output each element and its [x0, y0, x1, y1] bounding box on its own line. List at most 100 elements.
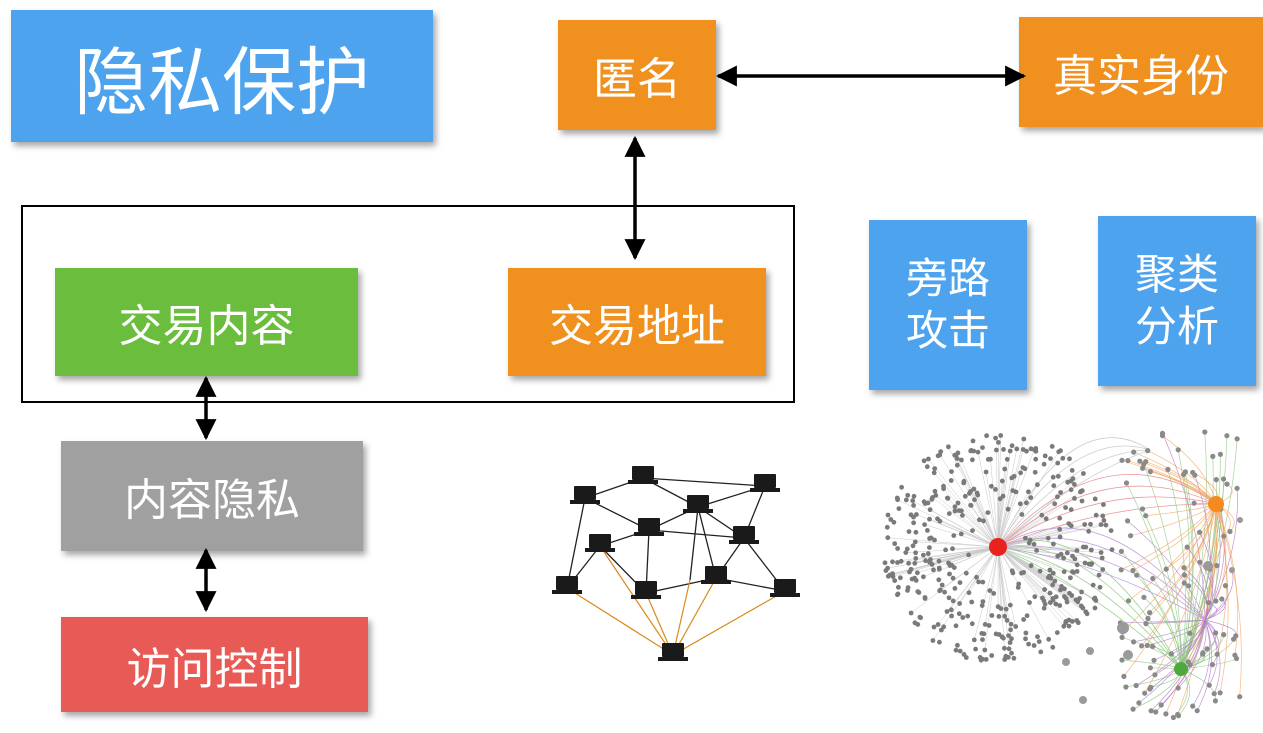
cluster-node: [983, 657, 989, 662]
cluster-node: [1151, 657, 1157, 663]
cluster-node: [1211, 691, 1217, 697]
cluster-node: [1125, 518, 1131, 524]
cluster-node: [1181, 565, 1187, 571]
cluster-node: [937, 518, 943, 524]
laptop-node: [628, 466, 658, 484]
cluster-node: [1043, 516, 1049, 522]
cluster-edge: [932, 497, 999, 548]
laptop-node: [634, 518, 664, 536]
cluster-node: [1123, 650, 1133, 660]
cluster-node: [899, 484, 904, 490]
cluster-node: [1133, 682, 1139, 689]
cluster-node: [996, 632, 1002, 637]
cluster-node: [1108, 528, 1114, 533]
cluster-node: [957, 580, 963, 585]
cluster-node: [1203, 561, 1213, 571]
cluster-edge: [997, 491, 1017, 548]
cluster-node: [924, 464, 930, 470]
cluster-node: [1213, 630, 1219, 636]
cluster-node: [989, 653, 995, 658]
cluster-node: [927, 516, 932, 522]
cluster-node: [1217, 690, 1223, 696]
laptop-node: [701, 566, 731, 584]
cluster-node: [923, 558, 928, 564]
cluster-node: [1047, 573, 1052, 579]
cluster-node: [931, 567, 936, 573]
cluster-edge: [1128, 503, 1217, 602]
cluster-edge: [997, 496, 1217, 548]
cluster-node: [977, 517, 982, 523]
cluster-node: [1079, 696, 1087, 704]
side-channel-label-line2: 攻击: [905, 306, 990, 355]
cluster-node: [946, 444, 951, 450]
cluster-node: [993, 435, 998, 441]
cluster-node: [968, 503, 974, 508]
cluster-node: [1119, 457, 1125, 463]
cluster-node: [1150, 575, 1156, 582]
cluster-node: [1027, 537, 1033, 543]
cluster-edge: [997, 527, 1206, 621]
cluster-edge: [997, 546, 1016, 627]
cluster-node: [910, 498, 916, 504]
cluster-node: [1206, 682, 1212, 688]
cluster-node: [1205, 600, 1212, 606]
cluster-node: [982, 622, 988, 627]
cluster-node: [1024, 500, 1029, 506]
cluster-edge: [929, 546, 999, 563]
cluster-node: [995, 604, 1001, 610]
anonymous-label: 匿名: [593, 54, 681, 105]
cluster-edge: [985, 471, 999, 548]
cluster-node: [998, 433, 1004, 438]
cluster-node: [912, 560, 918, 566]
cluster-node: [1057, 534, 1063, 540]
cluster-node: [942, 589, 947, 595]
cluster-edge: [997, 546, 1206, 621]
cluster-edge: [996, 449, 999, 548]
cluster-node: [1034, 548, 1039, 553]
cluster-node: [952, 504, 958, 510]
cluster-node: [1097, 584, 1103, 590]
cluster-edge: [1143, 464, 1182, 670]
cluster-node: [921, 574, 926, 580]
cluster-node: [1055, 473, 1061, 479]
cluster-node: [1175, 713, 1182, 719]
cluster-edge: [997, 537, 1206, 621]
cluster-node: [1016, 581, 1022, 587]
cluster-node: [1013, 624, 1019, 629]
cluster-node: [1011, 473, 1017, 479]
cluster-node: [1184, 544, 1190, 550]
cluster-node: [966, 590, 972, 596]
cluster-node: [1237, 517, 1243, 523]
cluster-node: [1128, 533, 1134, 539]
cluster-node: [1039, 512, 1045, 518]
cluster-node: [936, 558, 942, 564]
cluster-edge: [928, 458, 999, 548]
cluster-node: [916, 590, 922, 595]
cluster-node: [953, 647, 959, 653]
cluster-edge: [997, 459, 1008, 548]
cluster-node: [922, 595, 928, 600]
cluster-node: [1212, 698, 1218, 704]
laptop-node: [750, 474, 780, 492]
cluster-edge: [997, 524, 1091, 548]
cluster-edge: [961, 459, 999, 548]
cluster-edge: [976, 492, 999, 548]
cluster-edge: [887, 537, 999, 548]
cluster-node: [892, 541, 898, 547]
cluster-edge: [997, 546, 1088, 615]
cluster-node: [910, 543, 916, 549]
cluster-node: [1221, 632, 1227, 638]
cluster-node: [980, 637, 985, 642]
cluster-node: [1209, 662, 1215, 668]
cluster-node: [1123, 480, 1130, 486]
cluster-node: [1067, 456, 1072, 462]
cluster-node: [970, 438, 976, 444]
cluster-edge: [997, 445, 1151, 548]
cluster-node: [1232, 652, 1238, 658]
cluster-node: [1086, 528, 1092, 534]
cluster-node: [1143, 513, 1149, 519]
cluster-node: [1144, 642, 1150, 649]
cluster-node: [1050, 570, 1056, 576]
cluster-node: [885, 512, 891, 518]
